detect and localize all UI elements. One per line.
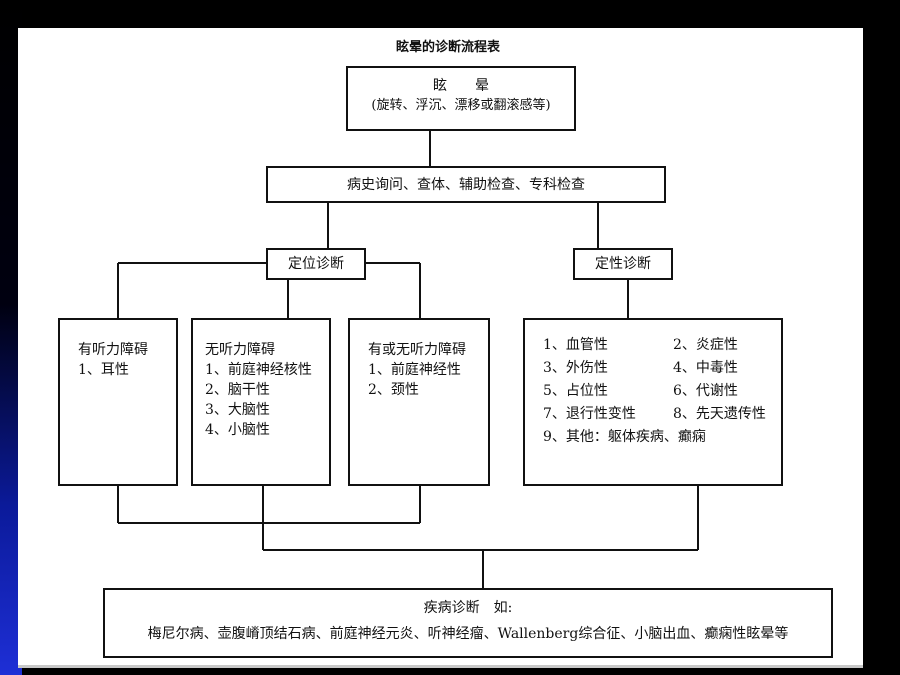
- vertigo-label: 眩 晕: [433, 78, 489, 94]
- no-hearing-loss-item: 3、大脑性: [205, 402, 270, 418]
- cause-item: 4、中毒性: [673, 360, 738, 376]
- vertigo-description: (旋转、浮沉、漂移或翻滚感等): [371, 98, 551, 113]
- no-hearing-loss-title: 无听力障碍: [205, 342, 275, 358]
- causes-grid: 1、血管性 2、炎症性 3、外伤性 4、中毒性 5、占位性 6、代谢性 7、退行…: [543, 335, 781, 424]
- cause-item: 5、占位性: [543, 383, 608, 399]
- no-hearing-loss-box: 无听力障碍 1、前庭神经核性 2、脑干性 3、大脑性 4、小脑性: [191, 318, 331, 486]
- hearing-loss-item: 1、耳性: [78, 362, 129, 378]
- exam-label: 病史询问、查体、辅助检查、专科检查: [347, 177, 585, 193]
- exam-box: 病史询问、查体、辅助检查、专科检查: [266, 166, 666, 203]
- no-hearing-loss-item: 4、小脑性: [205, 422, 270, 438]
- with-or-without-item: 1、前庭神经性: [368, 362, 461, 378]
- qualitative-box: 定性诊断: [573, 248, 673, 280]
- with-or-without-title: 有或无听力障碍: [368, 342, 466, 358]
- cause-item: 1、血管性: [543, 337, 608, 353]
- qualitative-label: 定性诊断: [595, 256, 651, 272]
- disease-diagnosis-label: 疾病诊断 如:: [423, 600, 513, 616]
- slide-canvas: 眩晕的诊断流程表 眩 晕 (旋转、浮沉、漂移或翻滚感等) 病史询问、查体、辅助检…: [18, 28, 863, 668]
- disease-diagnosis-box: 疾病诊断 如: 梅尼尔病、壶腹嵴顶结石病、前庭神经元炎、听神经瘤、Wallenb…: [103, 588, 833, 658]
- localization-label: 定位诊断: [288, 256, 344, 272]
- cause-item: 3、外伤性: [543, 360, 608, 376]
- vertigo-box: 眩 晕 (旋转、浮沉、漂移或翻滚感等): [346, 66, 576, 131]
- cause-item: 2、炎症性: [673, 337, 738, 353]
- cause-other: 9、其他：躯体疾病、癫痫: [543, 429, 706, 445]
- with-or-without-hearing-loss-box: 有或无听力障碍 1、前庭神经性 2、颈性: [348, 318, 490, 486]
- hearing-loss-box: 有听力障碍 1、耳性: [58, 318, 178, 486]
- causes-box: 1、血管性 2、炎症性 3、外伤性 4、中毒性 5、占位性 6、代谢性 7、退行…: [523, 318, 783, 486]
- cause-item: 6、代谢性: [673, 383, 738, 399]
- with-or-without-item: 2、颈性: [368, 382, 419, 398]
- disease-examples: 梅尼尔病、壶腹嵴顶结石病、前庭神经元炎、听神经瘤、Wallenberg综合征、小…: [147, 626, 789, 642]
- cause-item: 8、先天遗传性: [673, 406, 766, 422]
- cause-item: 7、退行性变性: [543, 406, 636, 422]
- left-edge-gradient: [0, 0, 22, 675]
- no-hearing-loss-item: 1、前庭神经核性: [205, 362, 312, 378]
- hearing-loss-title: 有听力障碍: [78, 342, 148, 358]
- bottom-strip: [18, 665, 863, 668]
- page-title: 眩晕的诊断流程表: [395, 40, 500, 55]
- no-hearing-loss-item: 2、脑干性: [205, 382, 270, 398]
- localization-box: 定位诊断: [266, 248, 366, 280]
